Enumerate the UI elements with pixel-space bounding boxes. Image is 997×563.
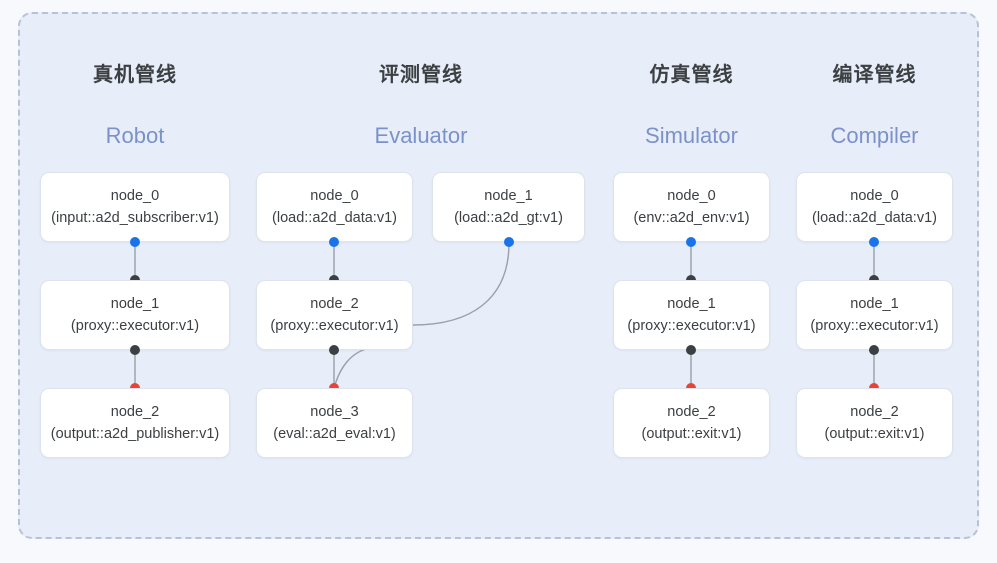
node-signature: (proxy::executor:v1) bbox=[810, 318, 939, 334]
port-out-compiler-1 bbox=[869, 345, 879, 355]
node-signature: (output::exit:v1) bbox=[824, 426, 925, 442]
column-title-zh-simulator: 仿真管线 bbox=[649, 64, 734, 86]
node-simulator-0[interactable]: node_0 (env::a2d_env:v1) bbox=[613, 172, 770, 242]
node-robot-0[interactable]: node_0 (input::a2d_subscriber:v1) bbox=[40, 172, 230, 242]
column-title-zh-evaluator: 评测管线 bbox=[379, 64, 463, 86]
column-title-en-robot: Robot bbox=[105, 123, 165, 148]
node-name: node_2 bbox=[110, 404, 160, 420]
node-simulator-1[interactable]: node_1 (proxy::executor:v1) bbox=[613, 280, 770, 350]
node-signature: (load::a2d_gt:v1) bbox=[454, 210, 563, 226]
port-out-robot-1 bbox=[130, 345, 140, 355]
node-name: node_0 bbox=[110, 188, 160, 204]
node-name: node_0 bbox=[667, 188, 716, 204]
node-name: node_1 bbox=[667, 296, 716, 312]
port-out-evaluator-2 bbox=[329, 345, 339, 355]
node-name: node_1 bbox=[484, 188, 533, 204]
node-simulator-2[interactable]: node_2 (output::exit:v1) bbox=[613, 388, 770, 458]
node-robot-1[interactable]: node_1 (proxy::executor:v1) bbox=[40, 280, 230, 350]
port-out-evaluator-1-gt bbox=[504, 237, 514, 247]
node-signature: (proxy::executor:v1) bbox=[70, 318, 200, 334]
port-out-evaluator-0 bbox=[329, 237, 339, 247]
column-title-zh-compiler: 编译管线 bbox=[832, 64, 917, 86]
node-signature: (env::a2d_env:v1) bbox=[633, 210, 750, 226]
node-signature: (input::a2d_subscriber:v1) bbox=[51, 210, 219, 226]
node-compiler-0[interactable]: node_0 (load::a2d_data:v1) bbox=[796, 172, 953, 242]
node-evaluator-0[interactable]: node_0 (load::a2d_data:v1) bbox=[256, 172, 413, 242]
column-title-en-compiler: Compiler bbox=[830, 123, 919, 148]
node-name: node_3 bbox=[310, 404, 359, 420]
node-signature: (output::exit:v1) bbox=[641, 426, 742, 442]
node-evaluator-2[interactable]: node_2 (proxy::executor:v1) bbox=[256, 280, 413, 350]
node-compiler-2[interactable]: node_2 (output::exit:v1) bbox=[796, 388, 953, 458]
pipeline-panel bbox=[18, 12, 979, 539]
column-title-en-simulator: Simulator bbox=[645, 123, 738, 148]
node-signature: (load::a2d_data:v1) bbox=[812, 210, 937, 226]
node-robot-2[interactable]: node_2 (output::a2d_publisher:v1) bbox=[40, 388, 230, 458]
node-signature: (proxy::executor:v1) bbox=[270, 318, 399, 334]
node-evaluator-3[interactable]: node_3 (eval::a2d_eval:v1) bbox=[256, 388, 413, 458]
port-out-simulator-1 bbox=[686, 345, 696, 355]
node-evaluator-1-gt[interactable]: node_1 (load::a2d_gt:v1) bbox=[432, 172, 585, 242]
column-title-zh-robot: 真机管线 bbox=[93, 64, 177, 86]
port-out-compiler-0 bbox=[869, 237, 879, 247]
node-name: node_1 bbox=[850, 296, 899, 312]
port-out-simulator-0 bbox=[686, 237, 696, 247]
node-signature: (proxy::executor:v1) bbox=[627, 318, 756, 334]
node-signature: (load::a2d_data:v1) bbox=[272, 210, 397, 226]
node-compiler-1[interactable]: node_1 (proxy::executor:v1) bbox=[796, 280, 953, 350]
node-name: node_2 bbox=[850, 404, 899, 420]
node-signature: (output::a2d_publisher:v1) bbox=[50, 426, 220, 442]
node-name: node_2 bbox=[310, 296, 359, 312]
column-title-en-evaluator: Evaluator bbox=[374, 123, 468, 148]
port-out-robot-0 bbox=[130, 237, 140, 247]
node-name: node_2 bbox=[667, 404, 716, 420]
node-signature: (eval::a2d_eval:v1) bbox=[273, 426, 396, 442]
node-name: node_0 bbox=[850, 188, 899, 204]
node-name: node_1 bbox=[110, 296, 160, 312]
node-name: node_0 bbox=[310, 188, 359, 204]
